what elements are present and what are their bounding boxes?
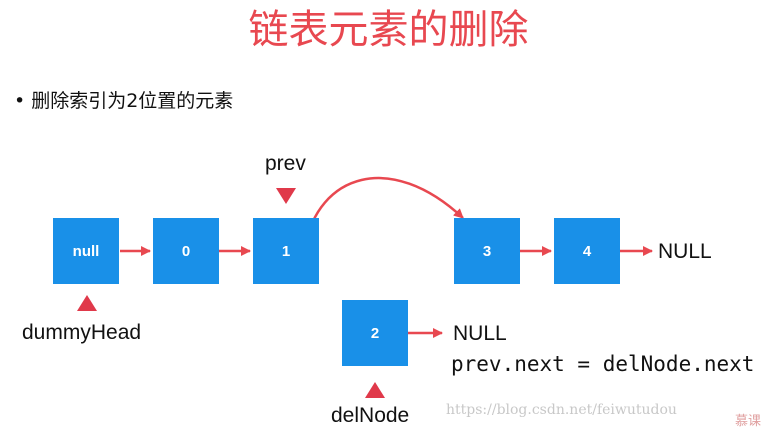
node-2: 2 xyxy=(342,300,408,366)
brand-logo: 慕课 xyxy=(735,413,762,428)
prev-label: prev xyxy=(265,152,306,175)
bullet-point: •删除索引为2位置的元素 xyxy=(14,89,233,113)
bullet-text: 删除索引为2位置的元素 xyxy=(31,90,234,112)
bullet-dot-icon: • xyxy=(14,90,26,112)
del-node-marker-icon xyxy=(365,382,385,398)
del-node-label: delNode xyxy=(331,404,410,427)
watermark-text: https://blog.csdn.net/feiwutudou xyxy=(446,402,677,418)
code-statement: prev.next = delNode.next xyxy=(451,352,755,376)
node-dummy-head: null xyxy=(53,218,119,284)
slide-title: 链表元素的删除 xyxy=(248,7,529,53)
node-3: 3 xyxy=(454,218,520,284)
null-end-label: NULL xyxy=(658,240,712,263)
node-1: 1 xyxy=(253,218,319,284)
dummy-head-marker-icon xyxy=(77,295,97,311)
node-4: 4 xyxy=(554,218,620,284)
arrow-prev-next-curve xyxy=(303,177,464,248)
prev-marker-icon xyxy=(276,188,296,204)
dummy-head-label: dummyHead xyxy=(22,321,142,344)
node-0: 0 xyxy=(153,218,219,284)
null-del-label: NULL xyxy=(453,322,507,345)
